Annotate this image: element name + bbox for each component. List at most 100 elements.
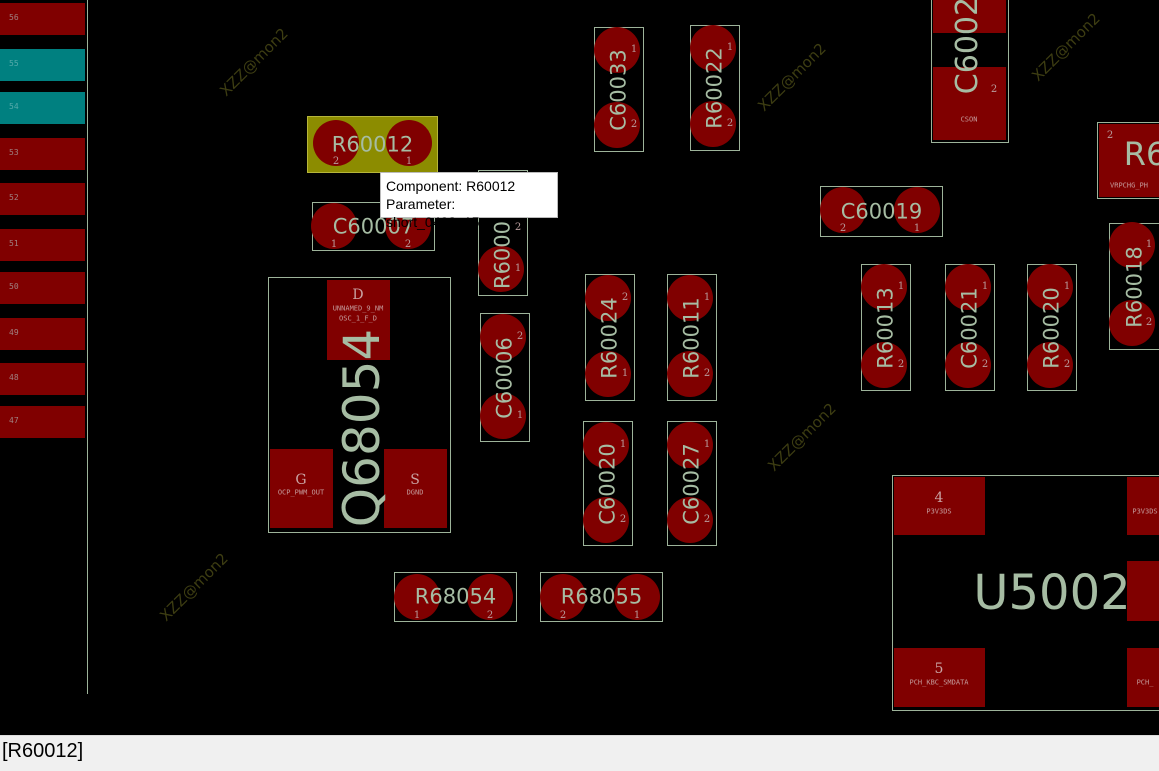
pad[interactable] xyxy=(394,574,440,620)
tooltip-parameter: Parameter: short_0402_15 xyxy=(386,196,480,230)
component-ref: R60018 xyxy=(1122,245,1147,328)
pad[interactable] xyxy=(1109,222,1155,268)
component-ref: R60012 xyxy=(331,132,414,156)
component-ref: R68055 xyxy=(560,584,643,609)
pin-number: 50 xyxy=(9,282,19,291)
component-ref: C60027 xyxy=(679,442,704,525)
pad-4[interactable] xyxy=(894,477,985,535)
pin-number: 54 xyxy=(9,102,19,111)
pin-number: 4 xyxy=(934,490,944,506)
pad[interactable] xyxy=(467,574,513,620)
pad-number: 1 xyxy=(413,610,421,621)
pad[interactable] xyxy=(1127,561,1159,621)
net-label: OSC_1_F_D xyxy=(339,314,377,323)
pin-number: 48 xyxy=(9,373,19,382)
pad[interactable] xyxy=(585,275,631,321)
pin-number: 5 xyxy=(934,661,944,677)
pad[interactable] xyxy=(690,101,736,147)
pad[interactable] xyxy=(313,120,359,166)
connector-pin-51[interactable]: 51 xyxy=(0,229,85,261)
pad[interactable] xyxy=(1109,300,1155,346)
connector-pin-47[interactable]: 47 xyxy=(0,406,85,438)
pad[interactable] xyxy=(667,497,713,543)
watermark: XZZ@mon2 xyxy=(754,39,830,115)
component-outline xyxy=(585,274,635,401)
pad-number: 2 xyxy=(703,368,711,379)
component-ref: R60013 xyxy=(873,286,898,369)
net-label: CSON xyxy=(960,115,978,124)
pad[interactable] xyxy=(820,187,866,233)
component-ref: U5002 xyxy=(973,565,1131,621)
pad-g[interactable] xyxy=(270,449,333,528)
pad[interactable] xyxy=(583,422,629,468)
net-label: VRPCHG_PH xyxy=(1110,181,1148,190)
pad[interactable] xyxy=(480,314,526,360)
pad[interactable] xyxy=(667,351,713,397)
component-ref: C60020 xyxy=(595,442,620,525)
pad[interactable] xyxy=(478,246,524,292)
connector-pin-50[interactable]: 50 xyxy=(0,272,85,304)
pad[interactable] xyxy=(311,203,357,249)
pad[interactable] xyxy=(1099,124,1159,197)
pad[interactable] xyxy=(945,342,991,388)
pad-number: 1 xyxy=(897,281,905,292)
component-ref: C60007 xyxy=(332,214,415,238)
pad-d[interactable] xyxy=(327,280,390,360)
pad[interactable] xyxy=(861,342,907,388)
pad-number: 1 xyxy=(1145,239,1153,250)
pad[interactable] xyxy=(1027,264,1073,310)
connector-pin-56[interactable]: 56 xyxy=(0,3,85,35)
pad-number: 2 xyxy=(630,119,638,130)
pad[interactable] xyxy=(594,27,640,73)
pad-number: 2 xyxy=(514,222,522,233)
pad-number: 2 xyxy=(726,118,734,129)
connector-pin-54[interactable]: 54 xyxy=(0,92,85,124)
pad-number: 1 xyxy=(621,368,629,379)
pad[interactable] xyxy=(667,422,713,468)
pad-s[interactable] xyxy=(384,449,447,528)
component-ref: R6000 xyxy=(490,220,515,290)
pad-number: 1 xyxy=(913,223,921,234)
pad-number: 1 xyxy=(703,292,711,303)
component-outline xyxy=(892,475,1159,711)
pad[interactable] xyxy=(945,264,991,310)
pad[interactable] xyxy=(933,0,1006,33)
pad[interactable] xyxy=(480,393,526,439)
pad[interactable] xyxy=(894,187,940,233)
status-bar: [R60012] xyxy=(0,735,1159,771)
pin-number: 53 xyxy=(9,148,19,157)
net-label: P3V3DS xyxy=(926,507,952,516)
pad[interactable] xyxy=(1127,477,1159,535)
net-label: DGND xyxy=(406,488,424,497)
connector-pin-48[interactable]: 48 xyxy=(0,363,85,395)
connector-pin-53[interactable]: 53 xyxy=(0,138,85,170)
pad[interactable] xyxy=(667,275,713,321)
pad[interactable] xyxy=(1127,648,1159,707)
pad-number: 1 xyxy=(1063,281,1071,292)
connector-pin-49[interactable]: 49 xyxy=(0,318,85,350)
pin-number: 49 xyxy=(9,328,19,337)
pad[interactable] xyxy=(690,25,736,71)
pad[interactable] xyxy=(933,67,1006,140)
connector-pin-52[interactable]: 52 xyxy=(0,183,85,215)
pad-number: 2 xyxy=(897,359,905,370)
component-ref: C60006 xyxy=(492,336,517,419)
pad[interactable] xyxy=(1027,342,1073,388)
pad-number: 1 xyxy=(726,42,734,53)
pad[interactable] xyxy=(614,574,660,620)
pad[interactable] xyxy=(861,264,907,310)
pad-5[interactable] xyxy=(894,648,985,707)
component-outline xyxy=(583,421,633,546)
component-ref: C60021 xyxy=(957,286,982,369)
connector-pin-55[interactable]: 55 xyxy=(0,49,85,81)
component-outline xyxy=(1097,122,1159,199)
pad[interactable] xyxy=(386,120,432,166)
pad-number: 1 xyxy=(619,439,627,450)
pad[interactable] xyxy=(540,574,586,620)
pad-number: 2 xyxy=(990,84,998,95)
pad[interactable] xyxy=(585,351,631,397)
pad-number: 1 xyxy=(981,281,989,292)
pad[interactable] xyxy=(583,497,629,543)
pad[interactable] xyxy=(594,102,640,148)
